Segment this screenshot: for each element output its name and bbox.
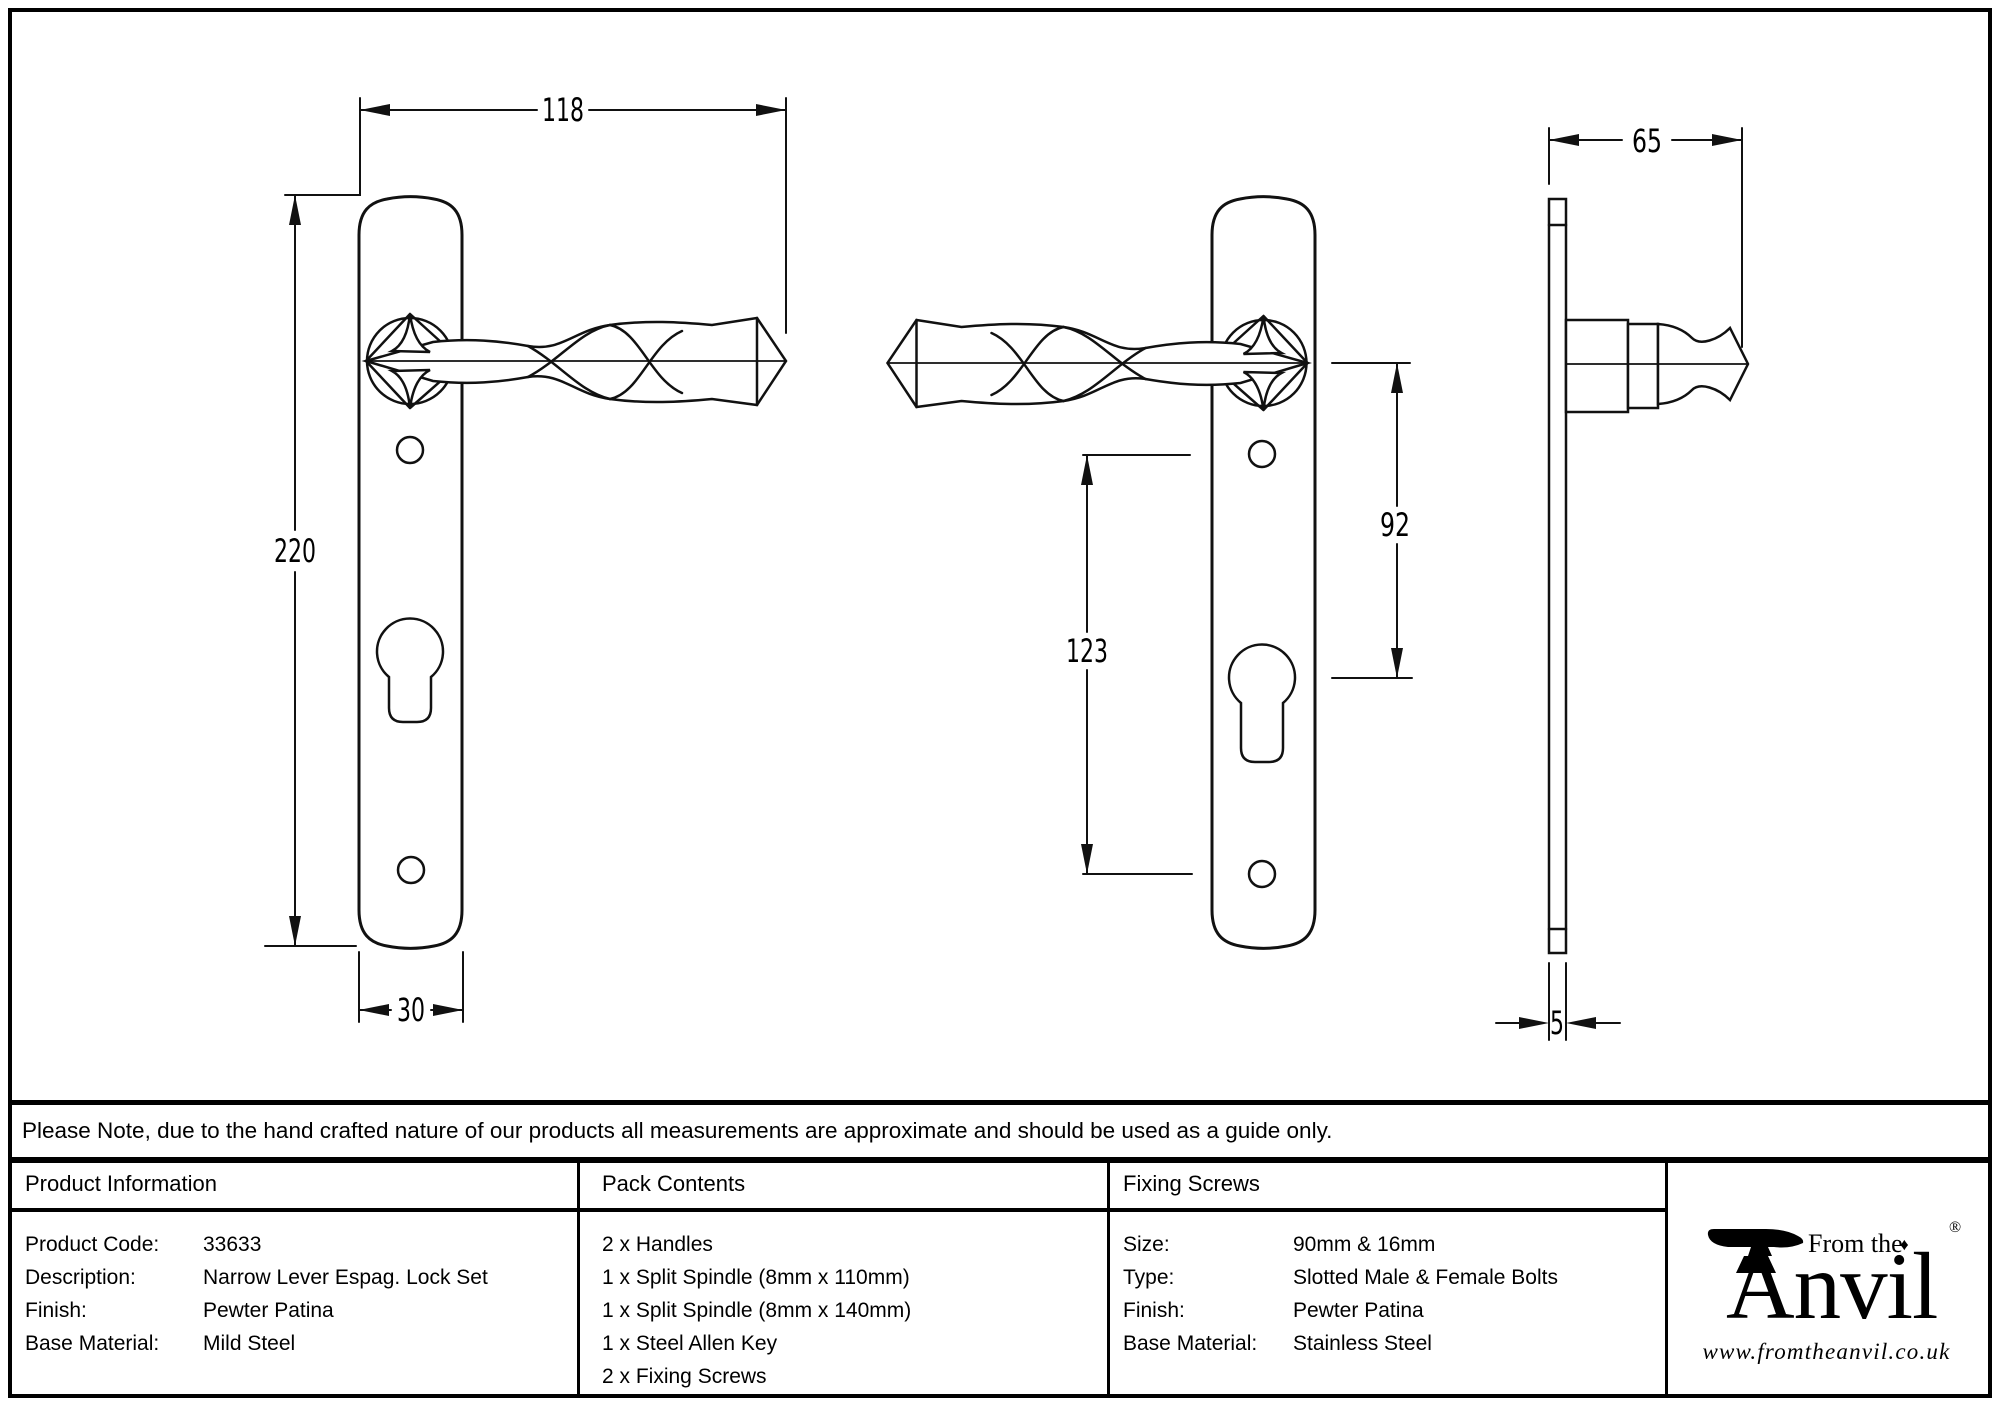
row-label: Size:	[1123, 1232, 1170, 1256]
list-item: 1 x Split Spindle (8mm x 140mm)	[602, 1298, 912, 1322]
pack-contents-column: Pack Contents 2 x Handles 1 x Split Spin…	[577, 1163, 1107, 1394]
middle-handle-drawing	[886, 195, 1413, 950]
dim-label-92: 92	[1380, 506, 1410, 544]
row-label: Base Material:	[25, 1331, 160, 1355]
column-header: Pack Contents	[580, 1163, 1107, 1212]
row-label: Finish:	[25, 1298, 87, 1322]
row-label: Base Material:	[1123, 1331, 1258, 1355]
measurement-note: Please Note, due to the hand crafted nat…	[12, 1100, 1988, 1163]
lever-neck-side	[1626, 322, 1660, 410]
top-screw-hole	[1247, 439, 1277, 469]
registered-mark: ®	[1949, 1219, 1962, 1236]
spec-table: Product Information Product Code: 33633 …	[12, 1163, 1988, 1394]
dim-label-65: 65	[1632, 122, 1662, 160]
backplate-side	[1547, 197, 1568, 955]
dim-220	[264, 194, 357, 947]
column-header: Product Information	[12, 1163, 577, 1212]
outer-frame	[8, 8, 1992, 1398]
dim-label-123: 123	[1066, 632, 1108, 670]
row-value: Pewter Patina	[203, 1298, 334, 1322]
list-item: 1 x Steel Allen Key	[602, 1331, 778, 1355]
product-information-column: Product Information Product Code: 33633 …	[12, 1163, 577, 1394]
column-header: Fixing Screws	[1110, 1163, 1665, 1212]
dim-118	[284, 97, 787, 334]
row-value: 90mm & 16mm	[1293, 1232, 1436, 1256]
dim-label-5: 5	[1550, 1004, 1564, 1042]
euro-keyhole	[375, 617, 445, 724]
table-row: Finish: Pewter Patina	[12, 1294, 577, 1327]
anvil-icon	[1707, 1229, 1804, 1273]
row-value: Pewter Patina	[1293, 1298, 1424, 1322]
row-value: Narrow Lever Espag. Lock Set	[203, 1265, 488, 1289]
brand-website: www.fromtheanvil.co.uk	[1702, 1339, 1951, 1364]
dim-label-220: 220	[274, 532, 316, 570]
row-value: Mild Steel	[203, 1331, 296, 1355]
list-item: 1 x Split Spindle (8mm x 110mm)	[602, 1265, 910, 1289]
table-row: Product Code: 33633	[12, 1228, 577, 1261]
top-screw-hole	[395, 435, 425, 465]
row-label: Description:	[25, 1265, 136, 1289]
side-profile-drawing	[1495, 127, 1750, 1041]
diamond-icon: ♦	[1900, 1235, 1909, 1254]
bottom-screw-hole	[396, 855, 426, 885]
table-row: Base Material: Stainless Steel	[1110, 1327, 1665, 1360]
list-item: 2 x Fixing Screws	[602, 1364, 767, 1388]
dim-123	[1081, 454, 1193, 875]
backplate-front	[1210, 195, 1317, 950]
dim-label-118: 118	[542, 91, 584, 129]
brand-name: Anvil	[1726, 1233, 1938, 1339]
lever-handle	[361, 312, 788, 410]
dim-65	[1548, 127, 1743, 348]
dim-30	[358, 951, 464, 1023]
row-value: 33633	[203, 1232, 262, 1256]
row-value: Slotted Male & Female Bolts	[1293, 1265, 1558, 1289]
backplate-front	[357, 195, 464, 950]
row-label: Finish:	[1123, 1298, 1185, 1322]
dim-92	[1331, 362, 1413, 679]
note-text: Please Note, due to the hand crafted nat…	[22, 1118, 1333, 1143]
row-value: Stainless Steel	[1293, 1331, 1432, 1355]
list-item: 2 x Handles	[602, 1232, 713, 1256]
table-row: Finish: Pewter Patina	[1110, 1294, 1665, 1327]
fixing-screws-column: Fixing Screws Size: 90mm & 16mm Type: Sl…	[1107, 1163, 1665, 1394]
table-row: Size: 90mm & 16mm	[1110, 1228, 1665, 1261]
table-row: Description: Narrow Lever Espag. Lock Se…	[12, 1261, 577, 1294]
dim-label-30: 30	[397, 991, 425, 1029]
euro-keyhole	[1227, 643, 1297, 764]
row-label: Product Code:	[25, 1232, 160, 1256]
technical-drawing: 118 220 30 123 92 65 5	[264, 91, 1750, 1042]
table-row: Type: Slotted Male & Female Bolts	[1110, 1261, 1665, 1294]
rose-side	[1564, 318, 1630, 414]
table-row: Base Material: Mild Steel	[12, 1327, 577, 1360]
dim-5	[1495, 962, 1621, 1041]
brand-logo-cell: Anvil From the ♦ ® www.fromtheanvil.co.u…	[1665, 1163, 1985, 1394]
brand-tagline: From the	[1808, 1229, 1903, 1258]
row-label: Type:	[1123, 1265, 1175, 1289]
left-handle-drawing	[264, 97, 788, 1023]
bottom-screw-hole	[1247, 859, 1277, 889]
